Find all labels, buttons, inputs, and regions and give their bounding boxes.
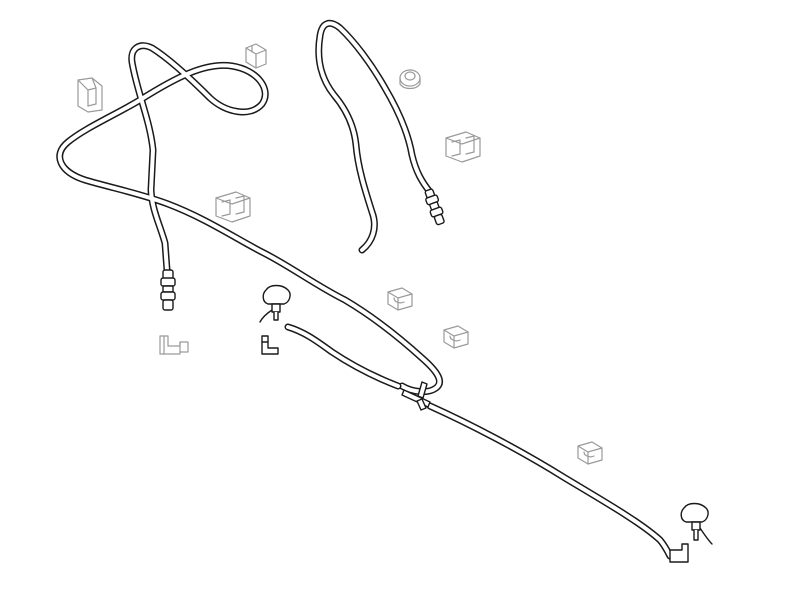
elbow-fitting-middle[interactable] xyxy=(261,335,279,355)
washer-jet-left[interactable] xyxy=(259,284,291,323)
washer-hose-upper-right[interactable] xyxy=(315,19,434,254)
hose-clip[interactable] xyxy=(387,287,413,311)
hose-connector-right[interactable] xyxy=(423,188,447,226)
hose-clip[interactable] xyxy=(577,441,603,465)
elbow-fitting-right[interactable] xyxy=(669,543,689,563)
hose-clip[interactable] xyxy=(215,191,251,223)
elbow-fitting-left[interactable] xyxy=(159,335,189,355)
hose-clip[interactable] xyxy=(445,131,481,163)
hose-connector-left[interactable] xyxy=(160,269,176,311)
washer-hose-lower-right[interactable] xyxy=(426,402,674,560)
t-piece-connector[interactable] xyxy=(401,381,431,411)
grommet[interactable] xyxy=(399,69,421,90)
washer-jet-right[interactable] xyxy=(680,502,713,545)
hose-clip[interactable] xyxy=(77,77,103,113)
washer-hose-short-middle[interactable] xyxy=(284,323,402,390)
hose-clip[interactable] xyxy=(443,325,469,349)
hose-clip[interactable] xyxy=(245,43,267,69)
washer-hose-main[interactable] xyxy=(56,42,443,396)
